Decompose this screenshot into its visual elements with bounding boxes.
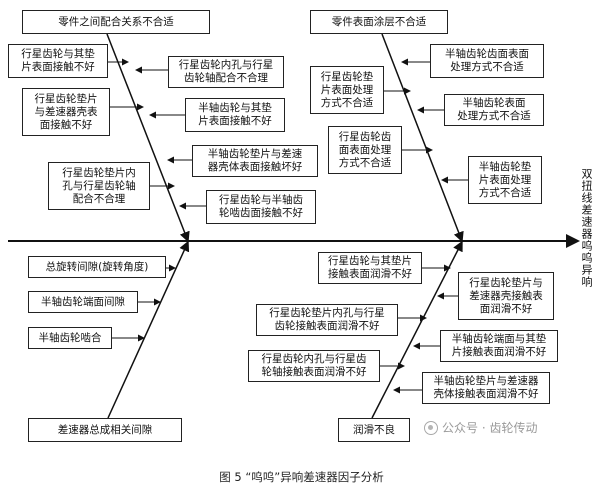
cause-tl3: 行星齿轮垫片 与差速器壳表 面接触不好	[22, 88, 110, 136]
cause-br4: 半轴齿轮端面与其垫 片接触表面润滑不好	[440, 330, 558, 362]
watermark-text: 公众号 · 齿轮传动	[442, 421, 538, 435]
figure-caption: 图 5 “呜呜”异响差速器因子分析	[219, 470, 384, 484]
cause-tr5: 半轴齿轮垫 片表面处理 方式不合适	[468, 156, 542, 204]
effect-label: 双扭线差速器呜呜异响	[580, 168, 593, 288]
cause-bl1: 总旋转间隙(旋转角度)	[28, 256, 166, 278]
category-bottom-left: 差速器总成相关间隙	[28, 418, 182, 442]
category-top-right: 零件表面涂层不合适	[310, 10, 448, 34]
wechat-icon	[424, 420, 438, 435]
cause-br3: 行星齿轮垫片内孔与行星 齿轮接触表面润滑不好	[256, 304, 398, 336]
category-bottom-right: 润滑不良	[338, 418, 410, 442]
cause-tr1: 半轴齿轮齿面表面 处理方式不合适	[430, 44, 544, 78]
category-top-left: 零件之间配合关系不合适	[22, 10, 210, 34]
cause-tl7: 行星齿轮与半轴齿 轮啮齿面接触不好	[206, 190, 316, 224]
cause-br6: 半轴齿轮垫片与差速器 壳体接触表面润滑不好	[422, 372, 550, 404]
cause-br2: 行星齿轮垫片与 差速器壳接触表 面润滑不好	[458, 272, 554, 320]
watermark: 公众号 · 齿轮传动	[424, 419, 537, 436]
bone-top-left	[106, 33, 190, 243]
cause-bl2: 半轴齿轮端面间隙	[28, 291, 138, 313]
cause-bl3: 半轴齿轮啮合	[28, 327, 112, 349]
cause-br1: 行星齿轮与其垫片 接触表面润滑不好	[318, 252, 422, 284]
cause-tl4: 半轴齿轮与其垫 片表面接触不好	[185, 98, 285, 132]
cause-br5: 行星齿轮内孔与行星齿 轮轴接触表面润滑不好	[248, 350, 380, 382]
cause-tl5: 半轴齿轮垫片与差速 器壳体表面接触坏好	[192, 145, 318, 177]
cause-tl2: 行星齿轮内孔与行星 齿轮轴配合不合理	[168, 56, 284, 88]
cause-tr4: 行星齿轮齿 面表面处理 方式不合适	[328, 126, 402, 174]
cause-tl6: 行星齿轮垫片内 孔与行星齿轮轴 配合不合理	[48, 162, 150, 210]
bone-top-right	[381, 33, 464, 243]
cause-tr2: 行星齿轮垫 片表面处理 方式不合适	[310, 66, 384, 114]
cause-tr3: 半轴齿轮表面 处理方式不合适	[444, 94, 544, 126]
cause-tl1: 行星齿轮与其垫 片表面接触不好	[8, 44, 108, 78]
